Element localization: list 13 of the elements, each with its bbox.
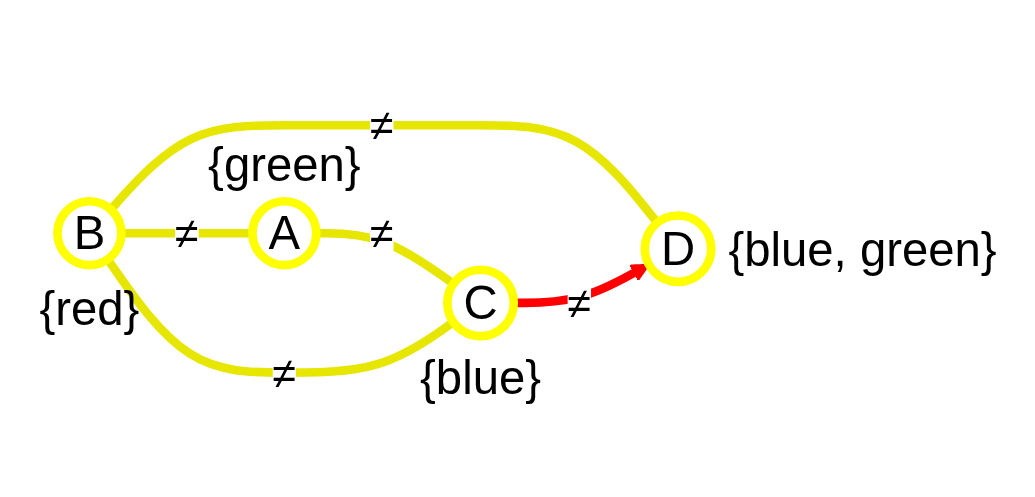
node-circle: B (52, 196, 126, 269)
node-circle: D (640, 210, 716, 286)
edge-label: ≠ (272, 348, 296, 396)
edge-label: ≠ (369, 209, 394, 257)
node-caption: {blue, green} (727, 222, 997, 276)
edge-label: ≠ (566, 278, 591, 327)
node-circle: A (247, 196, 321, 269)
edge-label: ≠ (174, 209, 199, 257)
node-caption: {blue} (419, 350, 541, 404)
node-caption: {green} (207, 137, 361, 191)
node-caption: {red} (39, 281, 139, 335)
edge-label: ≠ (369, 101, 394, 149)
node-circle: C (442, 264, 518, 340)
